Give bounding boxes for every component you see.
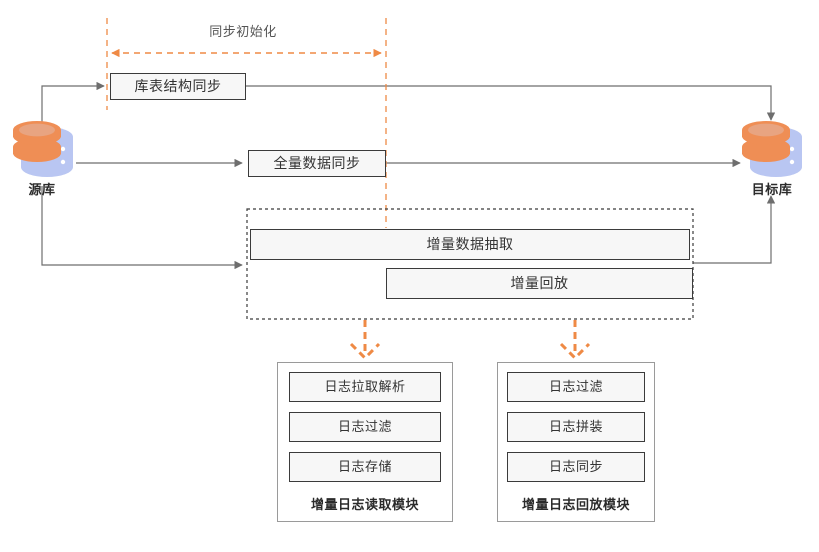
module-item-log-filter[interactable]: 日志过滤 xyxy=(289,412,441,442)
edge-replay-to-target xyxy=(693,195,776,264)
module-item-replay-log-filter[interactable]: 日志过滤 xyxy=(507,372,645,402)
module-item-log-storage[interactable]: 日志存储 xyxy=(289,452,441,482)
target-db-label: 目标库 xyxy=(751,183,793,198)
edge-replay-to-log-replay-module xyxy=(559,320,591,361)
edge-extract-to-log-read-module xyxy=(349,320,381,361)
edge-source-to-incremental xyxy=(41,186,243,270)
module-item-replay-log-sync[interactable]: 日志同步 xyxy=(507,452,645,482)
process-box-full-data-sync[interactable]: 全量数据同步 xyxy=(248,150,386,177)
process-box-incremental-replay[interactable]: 增量回放 xyxy=(386,268,693,299)
process-box-schema-sync[interactable]: 库表结构同步 xyxy=(110,73,246,100)
module-title-log-read: 增量日志读取模块 xyxy=(310,498,419,513)
database-icon-source xyxy=(11,119,75,181)
database-icon-target xyxy=(740,119,804,181)
module-frame-log-read xyxy=(277,362,453,522)
source-db-label: 源库 xyxy=(28,183,56,198)
phase-label-sync-init: 同步初始化 xyxy=(209,25,277,40)
edge-schema-sync-to-target xyxy=(246,85,776,121)
process-box-incremental-extract[interactable]: 增量数据抽取 xyxy=(250,229,690,260)
incremental-group-frame xyxy=(246,208,694,320)
module-frame-log-replay xyxy=(497,362,655,522)
module-item-replay-log-assemble[interactable]: 日志拼装 xyxy=(507,412,645,442)
module-title-log-replay: 增量日志回放模块 xyxy=(521,498,630,513)
module-item-log-pull-parse[interactable]: 日志拉取解析 xyxy=(289,372,441,402)
